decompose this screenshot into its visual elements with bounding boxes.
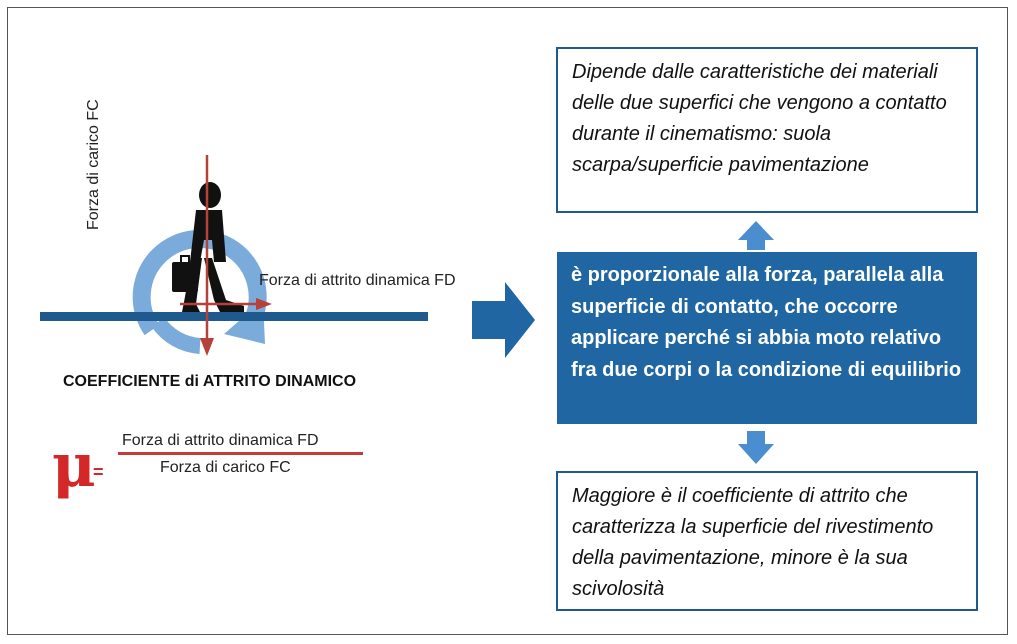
mu-symbol: μ bbox=[52, 431, 96, 501]
up-arrow-icon bbox=[738, 221, 774, 250]
materials-dependency-box: Dipende dalle caratteristiche dei materi… bbox=[556, 47, 978, 213]
load-force-label: Forza di carico FC bbox=[85, 99, 102, 230]
slipperiness-box: Maggiore è il coefficiente di attrito ch… bbox=[556, 471, 978, 611]
right-arrow-icon bbox=[472, 282, 535, 358]
down-arrow-icon bbox=[738, 431, 774, 464]
fraction-line bbox=[118, 452, 363, 455]
ground-surface bbox=[40, 312, 428, 321]
formula-numerator: Forza di attrito dinamica FD bbox=[122, 432, 319, 449]
load-force-arrow bbox=[200, 155, 214, 356]
formula-equals: = bbox=[93, 462, 104, 482]
formula-denominator: Forza di carico FC bbox=[160, 459, 291, 476]
friction-force-arrow bbox=[180, 298, 272, 310]
coefficient-title: COEFFICIENTE di ATTRITO DINAMICO bbox=[63, 373, 357, 390]
friction-force-label: Forza di attrito dinamica FD bbox=[259, 272, 456, 289]
friction-definition-box: è proporzionale alla forza, parallela al… bbox=[557, 252, 977, 424]
circular-arrow-icon bbox=[132, 229, 267, 354]
